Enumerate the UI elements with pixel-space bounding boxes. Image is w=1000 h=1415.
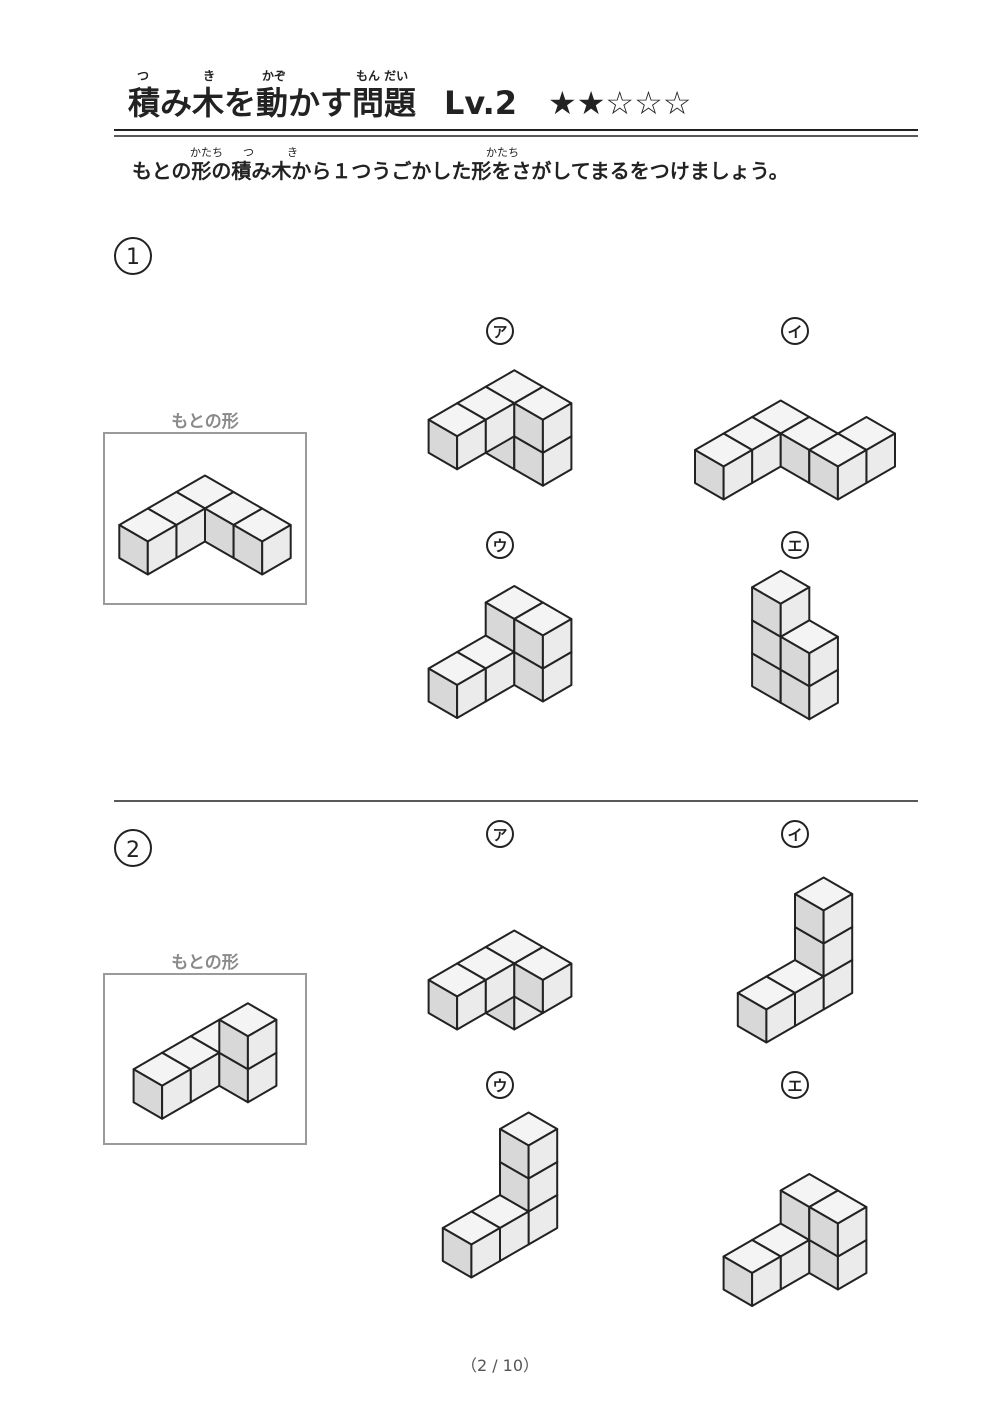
option-shape[interactable] — [441, 1111, 559, 1279]
option-shape[interactable] — [427, 929, 573, 1031]
cube-face — [456, 979, 487, 1031]
option-shape[interactable] — [751, 569, 839, 721]
problem-number: 2 — [126, 838, 140, 863]
instruction-ruby-2: つ — [243, 146, 254, 159]
option-label: イ — [787, 826, 802, 844]
cube-face — [836, 449, 868, 501]
cube-face — [836, 1206, 868, 1258]
option-label-circle — [781, 820, 809, 848]
cube-face — [822, 893, 854, 945]
original-shape — [118, 474, 292, 576]
option-label: イ — [787, 323, 802, 341]
cube-face — [246, 1018, 278, 1071]
instruction-ruby-4: かたち — [486, 146, 519, 159]
cube-face — [541, 618, 573, 670]
page-number: （2 / 10） — [461, 1356, 539, 1375]
problem-number-circle — [114, 829, 152, 867]
option-label-circle — [781, 531, 809, 559]
instruction-ruby-1: かたち — [190, 146, 223, 159]
cube-face — [261, 524, 292, 576]
option-shape[interactable] — [427, 585, 573, 719]
title-ruby-3: かぞ — [262, 69, 286, 83]
option-shape[interactable] — [427, 369, 573, 487]
option-label: エ — [787, 1077, 802, 1095]
option-shape[interactable] — [722, 1173, 868, 1307]
difficulty-stars: ★★☆☆☆ — [548, 84, 691, 122]
cube-face — [779, 586, 811, 638]
option-label-circle — [781, 317, 809, 345]
original-shape — [132, 1002, 278, 1120]
title-ruby-4: もん だい — [356, 69, 408, 83]
instruction-ruby-3: き — [287, 146, 298, 159]
option-label-circle — [486, 317, 514, 345]
cube-face — [146, 524, 178, 576]
option-label: ウ — [492, 1077, 507, 1095]
title-ruby-1: つ — [137, 69, 149, 83]
original-shape-label: もとの形 — [171, 411, 239, 432]
cube-face — [456, 667, 487, 719]
cube-face — [161, 1068, 192, 1120]
cube-face — [527, 1128, 559, 1180]
option-label: ウ — [492, 537, 507, 555]
instruction-text: もとの形の積み木から１つうごかした形をさがしてまるをつけましょう。 — [132, 159, 789, 183]
cube-face — [470, 1227, 501, 1279]
cube-face — [541, 962, 573, 1014]
cube-face — [808, 635, 839, 688]
original-shape-label: もとの形 — [171, 952, 239, 973]
cube-face — [541, 402, 573, 454]
page-title: 積み木を動かす問題 — [128, 84, 416, 122]
option-label: エ — [787, 537, 802, 555]
cube-face — [765, 992, 796, 1044]
original-shape-box — [103, 432, 307, 605]
cube-face — [751, 1255, 782, 1307]
option-label-circle — [781, 1071, 809, 1099]
option-shape[interactable] — [736, 876, 854, 1044]
option-shape[interactable] — [694, 399, 896, 501]
option-label: ア — [492, 323, 507, 341]
cube-face — [456, 418, 487, 471]
problem-number: 1 — [126, 245, 140, 270]
option-label: ア — [492, 826, 507, 844]
title-ruby-2: き — [203, 69, 215, 83]
option-label-circle — [486, 1071, 514, 1099]
problem-number-circle — [114, 237, 152, 275]
cube-face — [722, 449, 754, 501]
option-label-circle — [486, 820, 514, 848]
original-shape-box — [103, 973, 307, 1145]
option-label-circle — [486, 531, 514, 559]
level-label: Lv.2 — [444, 84, 517, 122]
